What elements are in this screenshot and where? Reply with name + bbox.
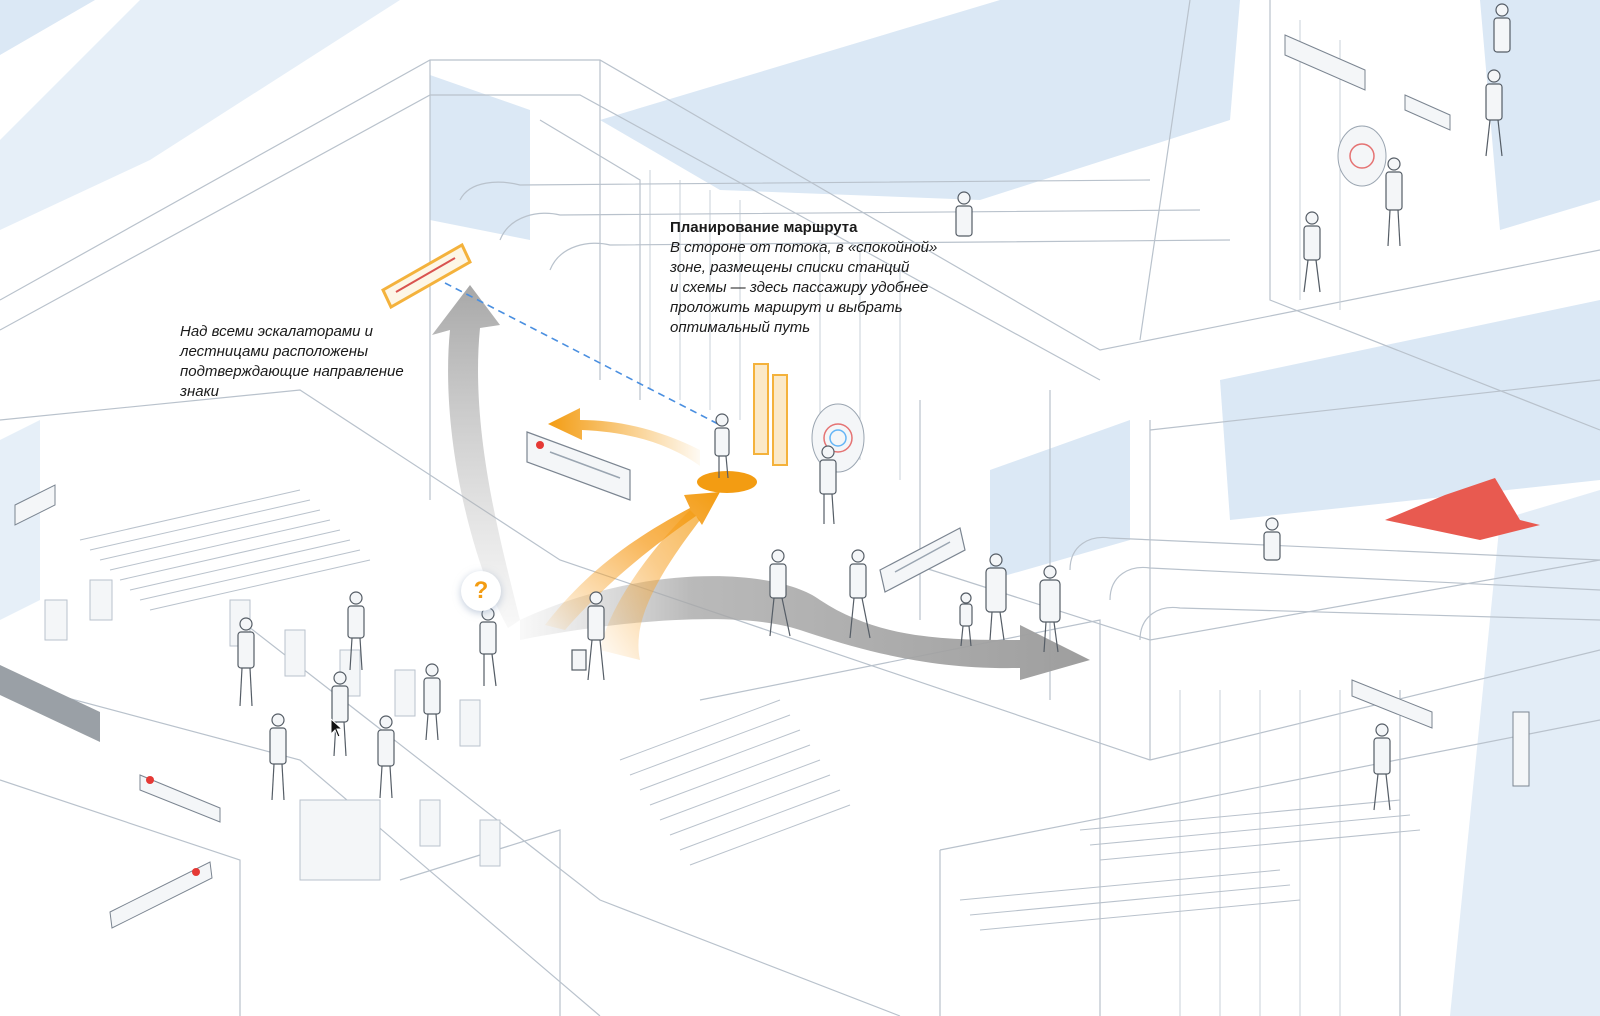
metro-logo-icon xyxy=(146,776,154,784)
passenger xyxy=(1385,157,1403,247)
stairs-right xyxy=(959,799,1421,931)
stairs-center xyxy=(619,699,851,866)
route-map-board-upper xyxy=(1337,125,1387,187)
metro-logo-icon xyxy=(536,441,544,449)
passenger xyxy=(1303,211,1321,293)
passenger xyxy=(769,549,791,637)
passenger xyxy=(423,663,441,741)
annotation-line: Над всеми эскалаторами и xyxy=(180,323,374,340)
sign-direction-right xyxy=(879,527,966,593)
passenger-child xyxy=(959,592,973,647)
stairs-left xyxy=(79,489,371,611)
glass-top-left xyxy=(0,0,95,55)
annotation-line: В стороне от потока, в «спокойной» xyxy=(670,239,938,256)
sign-direction-center xyxy=(526,431,631,501)
passenger-at-spot xyxy=(714,413,730,479)
route-planning-annotation: Планирование маршрута В стороне от поток… xyxy=(670,218,940,338)
sight-line xyxy=(444,282,721,426)
escalator-signs-annotation: Над всеми эскалаторами и лестницами расп… xyxy=(180,322,430,402)
passenger xyxy=(1263,517,1281,561)
passenger xyxy=(1493,3,1511,53)
sign-metro-entrance xyxy=(109,774,221,929)
passenger xyxy=(347,591,365,671)
glass-right-mid xyxy=(1220,300,1600,520)
sign-upper-right xyxy=(1284,34,1451,131)
annotation-line: и схемы — здесь пассажиру удобнее xyxy=(670,279,929,296)
orange-sign-arrow xyxy=(548,408,700,466)
passenger xyxy=(955,191,973,237)
annotation-title: Планирование маршрута xyxy=(670,219,858,236)
passenger xyxy=(1039,565,1061,653)
annotation-line: подтверждающие направление xyxy=(180,363,404,380)
annotation-line: знаки xyxy=(180,383,219,400)
annotation-line: проложить маршрут и выбрать xyxy=(670,299,903,316)
annotation-line: зоне, размещены списки станций xyxy=(670,259,910,276)
passenger xyxy=(985,553,1007,641)
escalator-upper xyxy=(459,179,1231,271)
passenger xyxy=(377,715,395,799)
red-escalator xyxy=(1385,478,1540,540)
escalator-lower xyxy=(1069,536,1600,641)
sign-overhead-highlighted xyxy=(381,242,472,310)
glass-inner xyxy=(430,75,530,240)
turnstiles xyxy=(44,579,501,881)
annotation-line: лестницами расположены xyxy=(180,343,368,360)
passenger xyxy=(849,549,871,639)
glass-mid xyxy=(990,420,1130,580)
sign-right-lower xyxy=(1351,679,1530,787)
glass-upper-right xyxy=(600,0,1240,200)
main-flow-arrow xyxy=(520,576,1090,680)
orange-route-arrow-2 xyxy=(600,510,700,660)
glass-top-band xyxy=(0,0,400,230)
passenger xyxy=(237,617,255,707)
question-mark-icon: ? xyxy=(461,571,501,611)
annotation-line: оптимальный путь xyxy=(670,319,811,336)
cursor-arrow-icon xyxy=(330,718,344,738)
passenger-confused xyxy=(479,607,497,687)
sign-vertical-pylons xyxy=(753,363,788,466)
passenger xyxy=(819,445,837,525)
passenger xyxy=(269,713,287,801)
upward-flow-arrow xyxy=(432,285,520,628)
glass-far-right xyxy=(1480,0,1600,230)
passengers xyxy=(237,3,1511,811)
passenger-with-luggage xyxy=(571,591,605,681)
passenger xyxy=(1485,69,1503,157)
sign-left-wall xyxy=(0,484,100,742)
focus-spot xyxy=(697,471,757,493)
passenger xyxy=(1373,723,1391,811)
metro-logo-icon xyxy=(192,868,200,876)
